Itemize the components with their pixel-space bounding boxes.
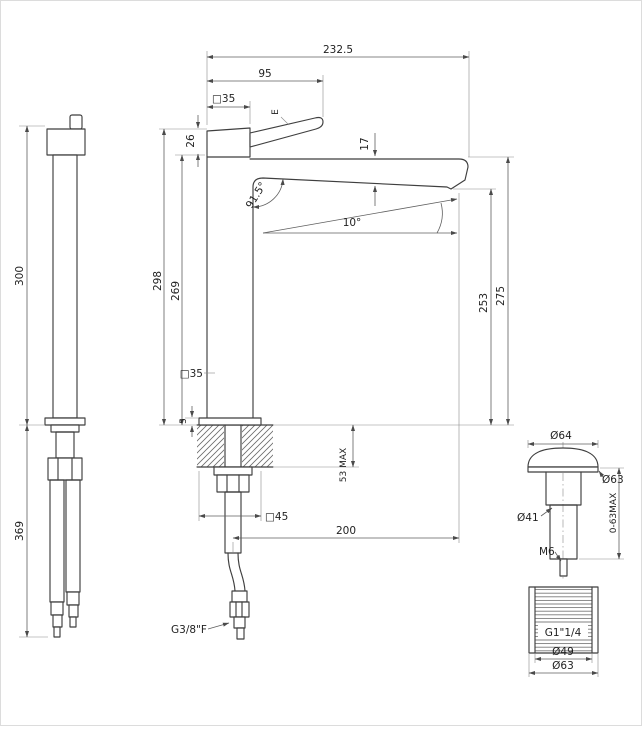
hose-fitting (53, 626, 61, 638)
extension-lines (19, 125, 48, 638)
dim-height-269-label: 269 (170, 281, 182, 301)
dim-spout-thickness-label: 17 (359, 137, 371, 150)
dim-base-plate-label: 5 (179, 418, 189, 424)
base-flange-side (44, 417, 86, 426)
angle-arc-91-5 (252, 178, 285, 210)
dim-cap-diameter-label: Ø64 (550, 430, 572, 442)
dim-square-top-label: □35 (212, 93, 235, 105)
drain-bottom-view: G1"1/4 Ø49 Ø63 (528, 586, 599, 677)
hose-fitting-front (233, 616, 246, 629)
body-diameter-leader (540, 507, 553, 517)
flex-hose-left (49, 479, 65, 603)
flex-hose-right (65, 479, 81, 593)
washer-side (50, 424, 80, 433)
spout-outline (249, 158, 469, 419)
handle-side (46, 128, 86, 156)
body-column-side (52, 154, 78, 419)
hose-fitting (69, 616, 77, 628)
dim-flange-diameter-label: Ø63 (602, 474, 624, 486)
front-view: 232.5 95 □35 26 E 17 91.5° 10° 298 269 (152, 44, 514, 640)
dim-height-298-label: 298 (152, 271, 164, 291)
mounting-nut-front (216, 474, 250, 493)
nut-flats (57, 457, 73, 481)
label-e: E (271, 109, 281, 115)
nut-flats-front (226, 474, 240, 493)
threaded-shank-front (224, 491, 242, 554)
side-view-faucet-body (44, 114, 86, 638)
supply-hose (227, 552, 246, 592)
dim-outer-diameter-label: Ø63 (552, 660, 574, 672)
inlet-thread-leader (207, 622, 230, 630)
extension-lines (159, 51, 514, 552)
handle-base (206, 127, 251, 158)
angle-body-spout-label: 91.5° (244, 180, 269, 211)
hose-fitting (66, 591, 80, 606)
mounting-deck (196, 424, 274, 468)
inlet-thread-label: G3/8"F (171, 624, 207, 636)
dim-spout-top-height-label: 275 (495, 286, 507, 306)
dim-body-height-label: 300 (14, 266, 26, 286)
dim-projection-label: 200 (336, 525, 356, 537)
front-view-dimensions: 232.5 95 □35 26 E 17 91.5° 10° 298 269 (152, 44, 514, 636)
angle-10-slope-line (262, 198, 458, 234)
side-view: 300 369 (14, 114, 86, 638)
dim-body-diameter-label: Ø41 (517, 512, 539, 524)
washer-front (213, 466, 253, 476)
stud-leader (554, 551, 562, 562)
drain-view: Ø64 Ø63 Ø41 M6 0-63MAX G1"1/4 Ø49 Ø63 (517, 430, 624, 677)
hose-nut-flats (235, 601, 243, 618)
hose-tip-front (236, 627, 245, 640)
handle-lever (249, 116, 324, 148)
drain-dimensions: Ø64 Ø63 Ø41 M6 0-63MAX (517, 430, 624, 562)
label-knockout (538, 624, 588, 639)
front-view-faucet-body (198, 116, 469, 640)
drain-body (545, 471, 582, 506)
dim-square-body-label: □35 (180, 368, 203, 380)
dim-deck-max-label: 53 MAX (339, 448, 349, 482)
dim-handle-height-label: 26 (185, 134, 197, 148)
dim-square-base-label: □45 (265, 511, 288, 523)
waste-inner-walls (534, 586, 593, 654)
waste-thread-hatch (535, 588, 592, 652)
angle-spout-tilt-label: 10° (343, 217, 362, 229)
drain-assembly (527, 447, 599, 577)
mounting-nut-side (47, 457, 83, 481)
base-plate (198, 417, 262, 426)
hose-fitting-front (231, 590, 248, 603)
dim-handle-reach-label: 95 (258, 68, 271, 80)
drain-m6-stud (559, 558, 568, 577)
hose-nut-front (229, 601, 250, 618)
dim-inner-diameter-label: Ø49 (552, 646, 574, 658)
hose-fitting (50, 601, 64, 616)
stud-thread-label: M6 (539, 546, 555, 558)
dim-hose-length-label: 369 (14, 521, 26, 541)
drain-flange (527, 466, 599, 473)
threaded-shank-side (55, 431, 75, 459)
flange-leader (598, 470, 605, 478)
label-e-leader (280, 116, 290, 126)
deck-hatch-left (197, 425, 224, 467)
angle-10-arc (436, 202, 443, 234)
drain-cap-dome (527, 447, 599, 468)
hose-fitting (52, 614, 63, 628)
side-view-dimensions: 300 369 (14, 125, 48, 638)
hose-fitting (68, 604, 79, 618)
waste-thread-label: G1"1/4 (545, 627, 582, 639)
deck-hatch-right (242, 425, 273, 467)
dim-outlet-height-label: 253 (478, 293, 490, 313)
shank-through-deck (224, 424, 242, 468)
dim-overall-width-label: 232.5 (323, 44, 353, 56)
dim-clamp-range-label: 0-63MAX (609, 493, 619, 534)
handle-lever-side (69, 114, 83, 130)
